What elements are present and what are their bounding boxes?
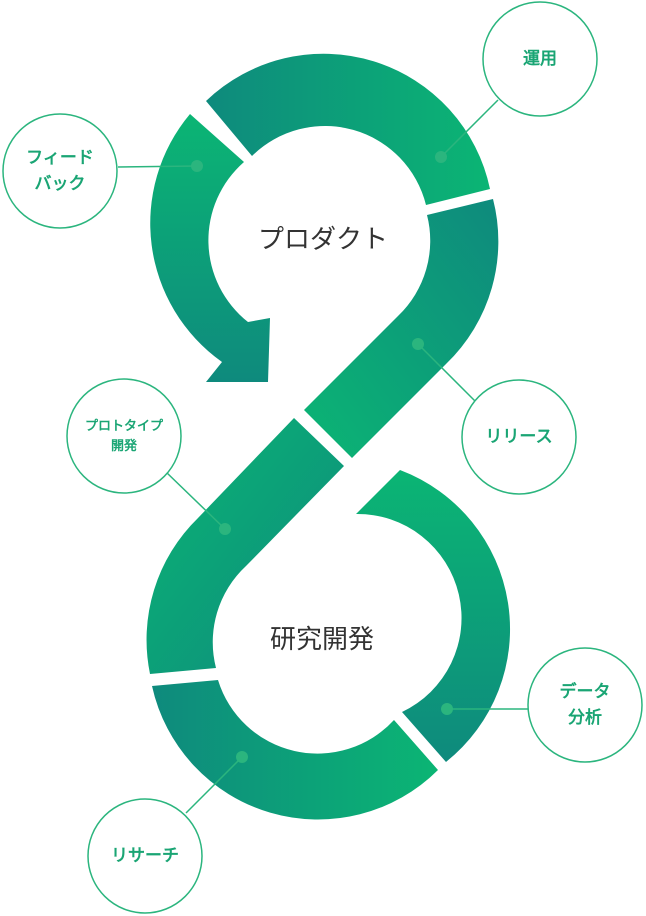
stage-operation: 運用 (435, 1, 598, 163)
bubble-label-line: 分析 (568, 707, 602, 728)
segment-feedback-arrow (150, 114, 270, 382)
bubble-release-label: リリース (485, 427, 552, 447)
stage-data-analysis: データ分析 (441, 647, 643, 763)
figure-eight-band (146, 53, 511, 820)
segment-data-analysis (356, 470, 511, 762)
loop-label-product: プロダクト (258, 225, 388, 255)
bubble-label-line: データ (560, 681, 611, 702)
bubble-label-line: リサーチ (111, 846, 179, 866)
bubble-operation-label: 運用 (523, 49, 557, 69)
segment-release (304, 199, 499, 458)
bubble-research (87, 798, 203, 914)
bubble-label-line: 運用 (523, 49, 557, 69)
bubble-research-label: リサーチ (111, 846, 179, 866)
segment-prototype (146, 418, 344, 674)
bubble-data-analysis (527, 647, 643, 763)
stage-research: リサーチ (87, 751, 248, 914)
loop-label-research-dev: 研究開発 (270, 625, 374, 655)
bubble-data-analysis-label: データ分析 (560, 681, 611, 728)
bubble-prototype (66, 378, 182, 494)
stage-release: リリース (412, 338, 577, 495)
bubble-feedback (2, 113, 118, 229)
bubble-release (461, 379, 577, 495)
bubble-label-line: バック (35, 174, 86, 194)
bubble-label-line: リリース (485, 427, 552, 447)
stage-prototype: プロトタイプ開発 (66, 378, 231, 535)
stage-feedback: フィードバック (2, 113, 203, 229)
bubble-label-line: 開発 (111, 438, 138, 454)
bubble-feedback-label: フィードバック (26, 148, 94, 194)
bubble-label-line: プロトタイプ (85, 418, 164, 433)
bubble-operation (482, 1, 598, 117)
segment-research (152, 680, 438, 820)
bubble-label-line: フィード (26, 148, 94, 168)
segment-top-arc (206, 53, 490, 205)
bubble-prototype-label: プロトタイプ開発 (85, 418, 164, 453)
